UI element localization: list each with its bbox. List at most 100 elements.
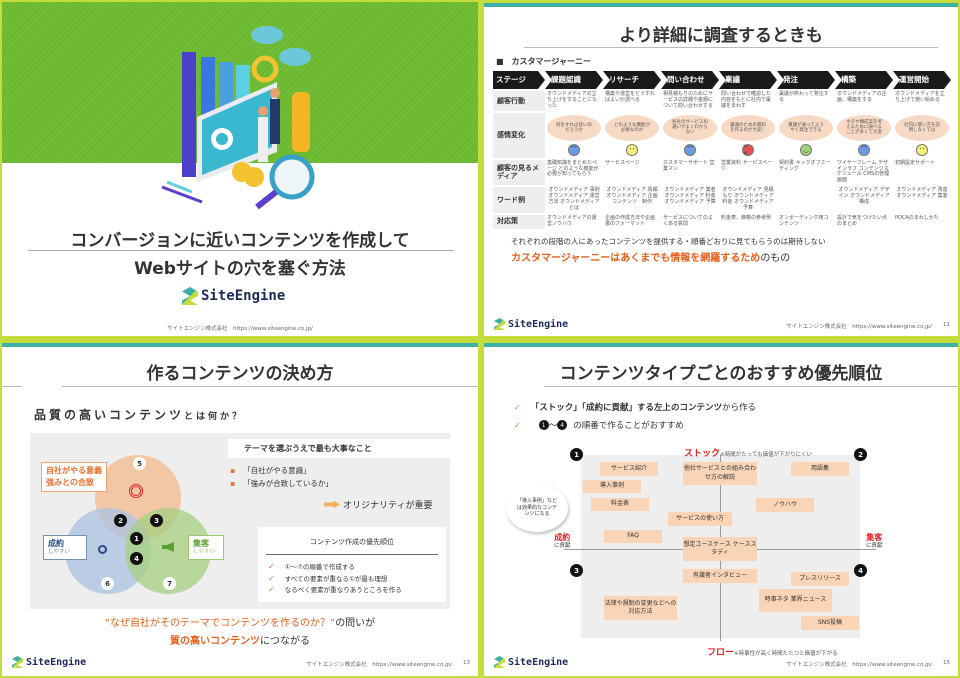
stage-6: 構築 — [835, 71, 893, 89]
venn-label-left: 成約しやすい — [43, 535, 87, 560]
venn-region-3: 3 — [150, 514, 163, 527]
venn-label-right: 集客しやすい — [188, 535, 224, 560]
row-label: ワード例 — [493, 185, 545, 213]
theme-heading: テーマを選ぶうえで最も大事なこと — [228, 439, 450, 458]
quadrant-2-badge: 2 — [854, 448, 867, 461]
page-number: 13 — [463, 660, 470, 666]
megaphone-icon — [162, 542, 174, 552]
footer-logo: SiteEngine — [12, 656, 86, 668]
cover-title-line2: Webサイトの穴を塞ぐ方法 — [134, 259, 346, 279]
quadrant-4-badge: 4 — [854, 564, 867, 577]
journey-cell: 構築や運営をどうすればよいか調べる — [603, 89, 661, 111]
stage-5: 発注 — [777, 71, 835, 89]
face-neutral-icon: ･･ — [916, 143, 928, 156]
slide-top-bar — [484, 342, 958, 347]
venn-region-1: 1 — [130, 532, 143, 545]
content-type-box: 時事ネタ 業界ニュース — [759, 589, 832, 612]
page-number: 15 — [943, 660, 950, 666]
footer-logo: SiteEngine — [494, 656, 568, 668]
title-divider — [524, 47, 938, 48]
journey-cell: 相見積もりのためにサービスの詳細や金額について問い合わせする — [661, 89, 719, 111]
emotion-cell: 何をすれば良いのだろうか︶ — [545, 110, 603, 158]
title-divider — [2, 386, 22, 387]
journey-cell — [777, 185, 835, 213]
priority-box: コンテンツ作成の優先順位 ✓①～⑦の順番で作成する ✓すべての要素が重なる①が最… — [258, 527, 446, 602]
cover-illustration — [161, 26, 315, 210]
footer-logo: SiteEngine — [494, 318, 568, 330]
content-type-box: 他社サービスとの組み合わせ方の解説 — [683, 462, 757, 485]
venn-diagram — [65, 455, 211, 594]
flow-label: フロー※時事性が高く時間たたつと価値が下がる — [707, 648, 838, 658]
cover-title-line1: コンバージョンに近いコンテンツを作成して — [70, 231, 410, 251]
emotion-cell: 社内に使い方を説明しなくては ･･ — [893, 110, 951, 158]
venn-region-5: 5 — [133, 457, 146, 470]
logo-mark-icon — [182, 287, 198, 305]
content-type-box: 料金表 — [591, 498, 649, 511]
journey-cell: オウンドメディアを立ち上げて使い始める — [893, 89, 951, 111]
logo-mark-icon — [494, 318, 505, 330]
cover-logo: SiteEngine — [182, 287, 285, 305]
content-type-box: 有識者インタビュー — [683, 569, 757, 583]
footer-copyright: サイトエンジン株式会社 https://www.siteengine.co.jp… — [306, 662, 452, 668]
content-type-box: プレスリリース — [791, 572, 849, 586]
content-type-box: 導入事例 — [583, 480, 641, 493]
emotion-cell: ネタや構成案を考えるために調べることが多くて大変 ︶ — [835, 110, 893, 158]
stage-header: ステージ — [493, 71, 545, 89]
quality-question: 品質の高いコンテンツとは何か？ — [34, 408, 245, 422]
stage-3: 問い合わせ — [661, 71, 719, 89]
journey-cell: 契約書 キックオフミーティング — [777, 157, 835, 186]
row-label: 顧客の見るメディア — [493, 157, 545, 186]
emotion-bubble: 各社のサービスの違いがよくわからない — [663, 114, 717, 141]
emotion-bubble: 稟議のための資料を作るのが大変！ — [721, 114, 775, 141]
journey-cell: オウンドメディア デザイン オウンドメディア 構成 — [835, 185, 893, 213]
theme-bullet: ▪「自社がやる意識」 — [230, 466, 311, 475]
slide-cover: コンバージョンに近いコンテンツを作成して Webサイトの穴を塞ぐ方法 SiteE… — [2, 2, 478, 336]
journey-cell: 料金表、価格の参考例 — [719, 212, 777, 229]
slide-title: より詳細に調査するときも — [619, 26, 823, 46]
theme-bullets: ▪「自社がやる意識」 ▪「強みが合致しているか」 — [230, 465, 333, 491]
face-sad-icon: ︶ — [858, 143, 870, 156]
journey-cell: 設計で気をつけたい点のまとめ — [835, 212, 893, 229]
emotion-bubble: 社内に使い方を説明しなくては — [895, 114, 949, 141]
slide-customer-journey: より詳細に調査するときも ■ カスタマージャーニー ステージ課題認識リサーチ問い… — [484, 2, 958, 336]
venn-region-7: 7 — [163, 577, 176, 590]
page-number: 11 — [943, 322, 950, 328]
content-type-box: サービス紹介 — [600, 462, 658, 476]
customer-journey-table: ステージ課題認識リサーチ問い合わせ稟議発注構築運営開始顧客行動オウンドメディアの… — [493, 71, 951, 229]
emotion-bubble: どのような機能が必要なのか — [605, 114, 659, 141]
stage-1: 課題認識 — [545, 71, 603, 89]
check-2: ✓ 1 ～ 4 の順番で作ることがおすすめ — [514, 420, 684, 431]
priority-item: ✓すべての要素が重なる①が最も理想 — [268, 573, 388, 583]
journey-cell: オウンドメディアの立ち上げをすることになった — [545, 89, 603, 111]
slide-content-decision: 作るコンテンツの決め方 品質の高いコンテンツとは何か？ 自社がやる意義強みとの合… — [2, 342, 478, 676]
venn-label-top: 自社がやる意義強みとの合致 — [41, 462, 107, 492]
content-type-box: 用語集 — [791, 462, 849, 476]
face-happy-icon: ‿ — [800, 143, 812, 156]
content-type-box: 想定ユースケース ケーススタディ — [683, 537, 757, 561]
title-divider — [544, 386, 958, 387]
emotion-bubble: 何をすれば良いのだろうか — [547, 114, 601, 141]
venn-region-4: 4 — [130, 552, 143, 565]
stage-7: 運営開始 — [893, 71, 951, 89]
row-label: 対応策 — [493, 212, 545, 229]
venn-region-2: 2 — [114, 514, 127, 527]
content-type-box: サービスの使い方 — [668, 512, 732, 526]
conversion-label: 成約に貢献 — [554, 533, 571, 550]
journey-emphasis: カスタマージャーニーはあくまでも情報を網羅するためのもの — [511, 252, 791, 264]
journey-cell: 企画の作成方法や企画書のフォーマット — [603, 212, 661, 229]
emotion-cell: 稟議のための資料を作るのが大変！>< — [719, 110, 777, 158]
title-divider-right — [62, 386, 478, 387]
logo-mark-icon — [12, 656, 23, 668]
content-type-box: SNS投稿 — [801, 616, 859, 630]
journey-cell: 問い合わせで確認した内容をもとに社内で稟議をまわす — [719, 89, 777, 111]
journey-cell: サービスページ — [603, 157, 661, 186]
arrow-right-icon — [324, 500, 340, 509]
slide-title: 作るコンテンツの決め方 — [146, 364, 334, 384]
section-heading: ■ カスタマージャーニー — [496, 57, 591, 66]
footer-copyright: サイトエンジン株式会社 https://www.siteengine.co.jp… — [786, 324, 932, 330]
stage-2: リサーチ — [603, 71, 661, 89]
journey-cell: オンボーディング用コンテンツ — [777, 212, 835, 229]
emotion-bubble: ネタや構成案を考えるために調べることが多くて大変 — [837, 114, 891, 141]
bottom-message-2: 質の高いコンテンツにつながる — [170, 636, 310, 647]
venn-region-6: 6 — [101, 577, 114, 590]
